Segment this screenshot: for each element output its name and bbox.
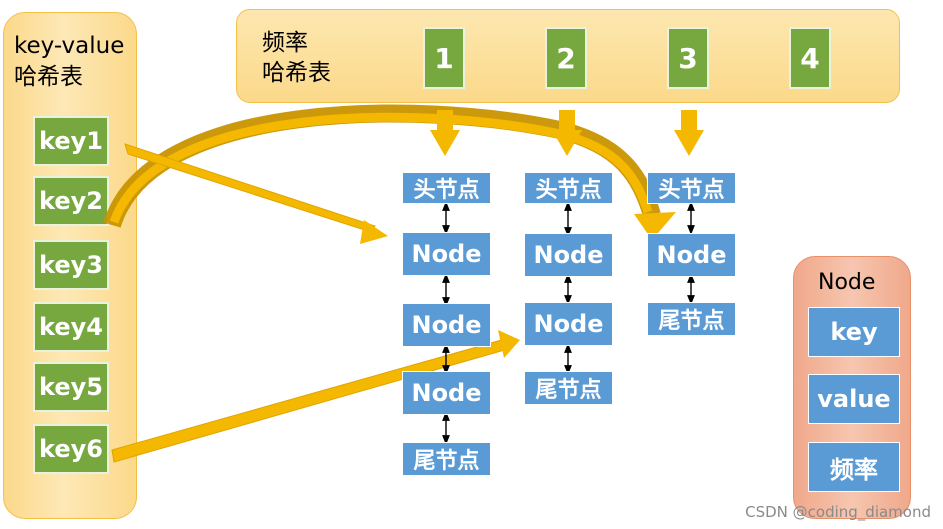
list1-node-1: Node xyxy=(402,232,491,276)
arrow-key1-head xyxy=(360,220,388,244)
list1-node-2: Node xyxy=(402,303,491,347)
list2-head-node: 头节点 xyxy=(524,172,613,204)
key-cell-key3: key3 xyxy=(33,240,109,290)
csdn-watermark: CSDN @coding_diamond xyxy=(745,503,931,521)
down-arrow-bucket-1 xyxy=(430,110,460,156)
freq-bucket-2: 2 xyxy=(545,27,587,89)
down-arrow-bucket-3 xyxy=(674,110,704,156)
down-arrow-bucket-2 xyxy=(552,110,582,156)
node-field-frequency: 频率 xyxy=(808,442,900,492)
freq-bucket-1: 1 xyxy=(423,27,465,89)
node-structure-title: Node xyxy=(818,270,876,295)
key-cell-key2: key2 xyxy=(33,176,109,226)
hash-table-title-line2: 哈希表 xyxy=(14,64,83,90)
list2-node-1: Node xyxy=(524,233,613,277)
freq-table-title-line1: 频率 xyxy=(262,30,308,56)
list3-tail-node: 尾节点 xyxy=(647,302,736,336)
freq-table-title-line2: 哈希表 xyxy=(262,60,331,86)
freq-bucket-4: 4 xyxy=(789,27,831,89)
key-cell-key6: key6 xyxy=(33,424,109,474)
list3-node-1: Node xyxy=(647,233,736,277)
list1-node-3: Node xyxy=(402,371,491,415)
arrow-key6-head xyxy=(498,330,520,358)
list2-node-2: Node xyxy=(524,302,613,346)
hash-table-title-line1: key-value xyxy=(14,33,125,59)
list2-tail-node: 尾节点 xyxy=(524,371,613,405)
arrow-key1-to-node xyxy=(124,143,376,233)
curve-arrow-head xyxy=(634,212,676,240)
list1-tail-node: 尾节点 xyxy=(402,442,491,476)
freq-bucket-3: 3 xyxy=(667,27,709,89)
list3-head-node: 头节点 xyxy=(647,172,736,204)
key-cell-key1: key1 xyxy=(33,116,109,166)
node-field-value: value xyxy=(808,374,900,424)
key-cell-key5: key5 xyxy=(33,362,109,412)
list1-head-node: 头节点 xyxy=(402,172,491,204)
node-field-key: key xyxy=(808,307,900,357)
key-cell-key4: key4 xyxy=(33,302,109,352)
curve-arrow-key2-to-freq3-highlight xyxy=(109,112,653,224)
list-link-arrows xyxy=(442,201,695,445)
